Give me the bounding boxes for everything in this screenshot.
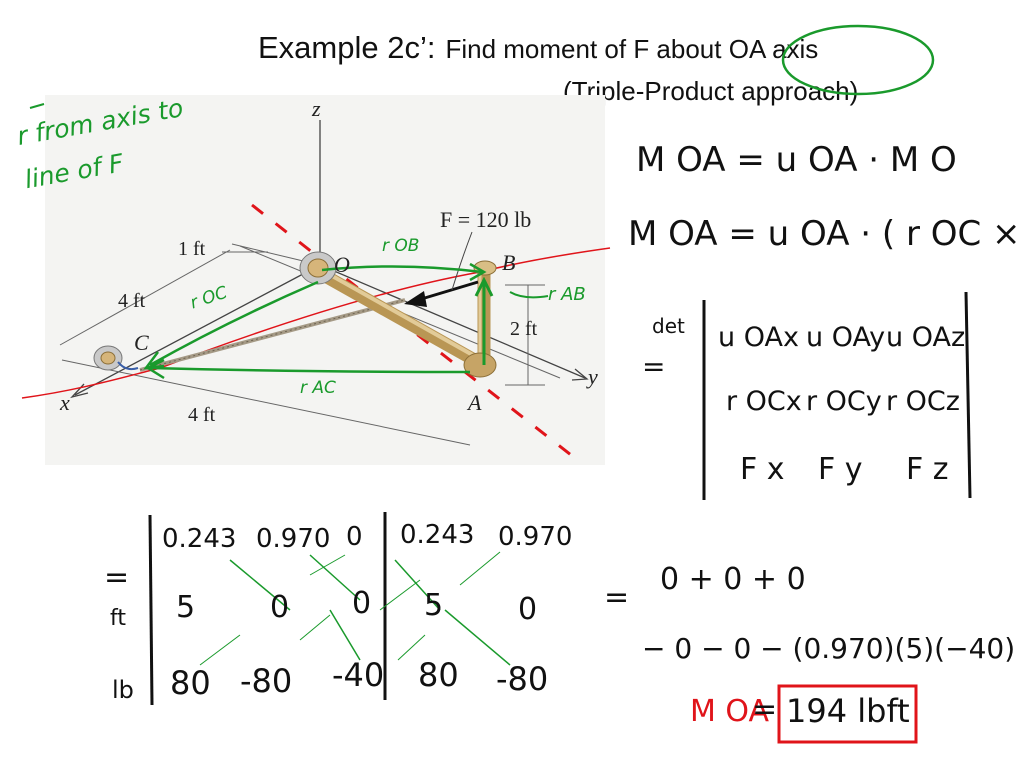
det-cell-fz: F z [906,452,949,487]
vec-rob-head [469,262,487,282]
equation-moa-1: M OA = u OA · M O [636,140,957,180]
axis-x-label: x [60,390,70,415]
diag-down-3 [329,609,361,661]
diag-down-1 [229,559,291,611]
equation-moa-2: M OA = u OA · ( r OC × F ) [628,214,1024,254]
vec-rob-line [321,265,483,274]
vec-rac-line [149,366,471,374]
num-cell-r0c1: 0.970 [256,524,331,554]
result-equals: = [752,692,778,727]
title-highlight-circle [781,24,935,96]
diag-down-5 [444,609,511,666]
num-cell-r2c4: -80 [496,660,549,698]
num-det-unit-lb: lb [112,676,134,704]
num-cell-r0c3: 0.243 [400,520,475,550]
pipe-oa-highlight [316,266,480,360]
num-cell-r0c0: 0.243 [162,524,237,554]
num-cell-r0c4: 0.970 [498,522,573,552]
point-a-label: A [468,390,482,415]
oa-axis-dashed-line [251,203,581,464]
cable-cb-texture [139,299,406,371]
det-sym-right-bar [964,291,972,499]
y-axis-arrow [571,368,589,381]
pipe-oa [311,265,485,369]
det-cell-uoay: u OAy [806,322,886,353]
result-line1: 0 + 0 + 0 [660,562,806,597]
num-cell-r1c3: 5 [424,588,444,623]
vec-roc-line [149,280,319,367]
det-cell-fx: F x [740,452,785,487]
diag-up-2 [299,614,331,641]
vec-rac-label: r AC [300,378,336,398]
result-line2: − 0 − 0 − (0.970)(5)(−40) [642,632,1016,665]
num-det-eq: = [104,560,130,595]
diag-up-4 [397,634,426,661]
title-sub: Find moment of F about OA axis [445,34,819,64]
det-prefix: det [652,314,685,338]
mount-o-flange [307,258,329,278]
num-cell-r0c2: 0 [346,522,363,552]
x-axis [74,264,321,396]
elbow-a [463,352,497,378]
dim-4ft-left-line [59,249,231,346]
det-cell-fy: F y [818,452,863,487]
point-c-label: C [134,330,149,355]
axis-z-label: z [312,96,321,121]
axis-y-label: y [588,364,598,389]
dim-1ft-label: 1 ft [178,238,206,260]
num-cell-r1c0: 5 [176,590,196,625]
force-line-red [21,247,611,399]
diag-down-2 [309,554,361,601]
diag-down-4 [394,559,441,611]
num-cell-r1c2: 0 [352,586,372,621]
dim-2ft-label: 2 ft [510,318,538,340]
dim-4ft-bottom-line [61,359,471,446]
dim-4ft-bottom-label: 4 ft [188,404,216,426]
det-num-left-bar [148,514,154,706]
page-title: Example 2c’: Find moment of F about OA ax… [258,30,818,66]
result-eq: = [604,580,630,615]
det-cell-uoaz: u OAz [886,322,966,353]
det-cell-rocx: r OCx [726,386,802,417]
diag-up-1 [199,634,241,666]
det-cell-rocy: r OCy [806,386,882,417]
det-cell-uoax: u OAx [718,322,799,353]
num-cell-r1c1: 0 [270,590,290,625]
result-label-moa: M OA [690,694,770,729]
force-label: F = 120 lb [440,207,532,232]
diag-up-5 [379,579,421,611]
num-cell-r2c3: 80 [418,656,459,694]
force-arrow-shaft [417,280,479,302]
result-value: 194 lbft [786,692,910,730]
title-approach: (Triple-Product approach) [563,76,859,106]
vec-rob-label: r OB [382,236,420,256]
num-det-unit-ft: ft [110,606,126,631]
point-o-label: O [334,252,350,277]
det-prefix-eq: = [642,350,666,383]
point-b-label: B [502,250,516,275]
vec-rab-label: r AB [548,284,586,305]
y-axis [319,264,586,379]
diag-up-3 [309,554,346,576]
det-cell-rocz: r OCz [886,386,960,417]
vec-rac-head [145,358,165,380]
diag-up-6 [459,551,501,586]
vec-rab-leader [509,291,549,299]
vec-rab-head [474,276,494,297]
hook-c [117,361,139,371]
title-main: Example 2c’: [258,30,436,65]
force-label-leader [451,231,473,291]
result-box [777,684,918,744]
force-arrow-head [404,291,427,307]
num-cell-r1c4: 0 [518,592,538,627]
num-cell-r2c2: -40 [332,656,385,694]
dim-4ft-left-label: 4 ft [118,290,146,312]
annot-r-arrow [29,103,45,109]
num-cell-r2c1: -80 [240,662,293,700]
num-cell-r2c0: 80 [170,664,211,702]
mount-c-flange [100,351,116,365]
